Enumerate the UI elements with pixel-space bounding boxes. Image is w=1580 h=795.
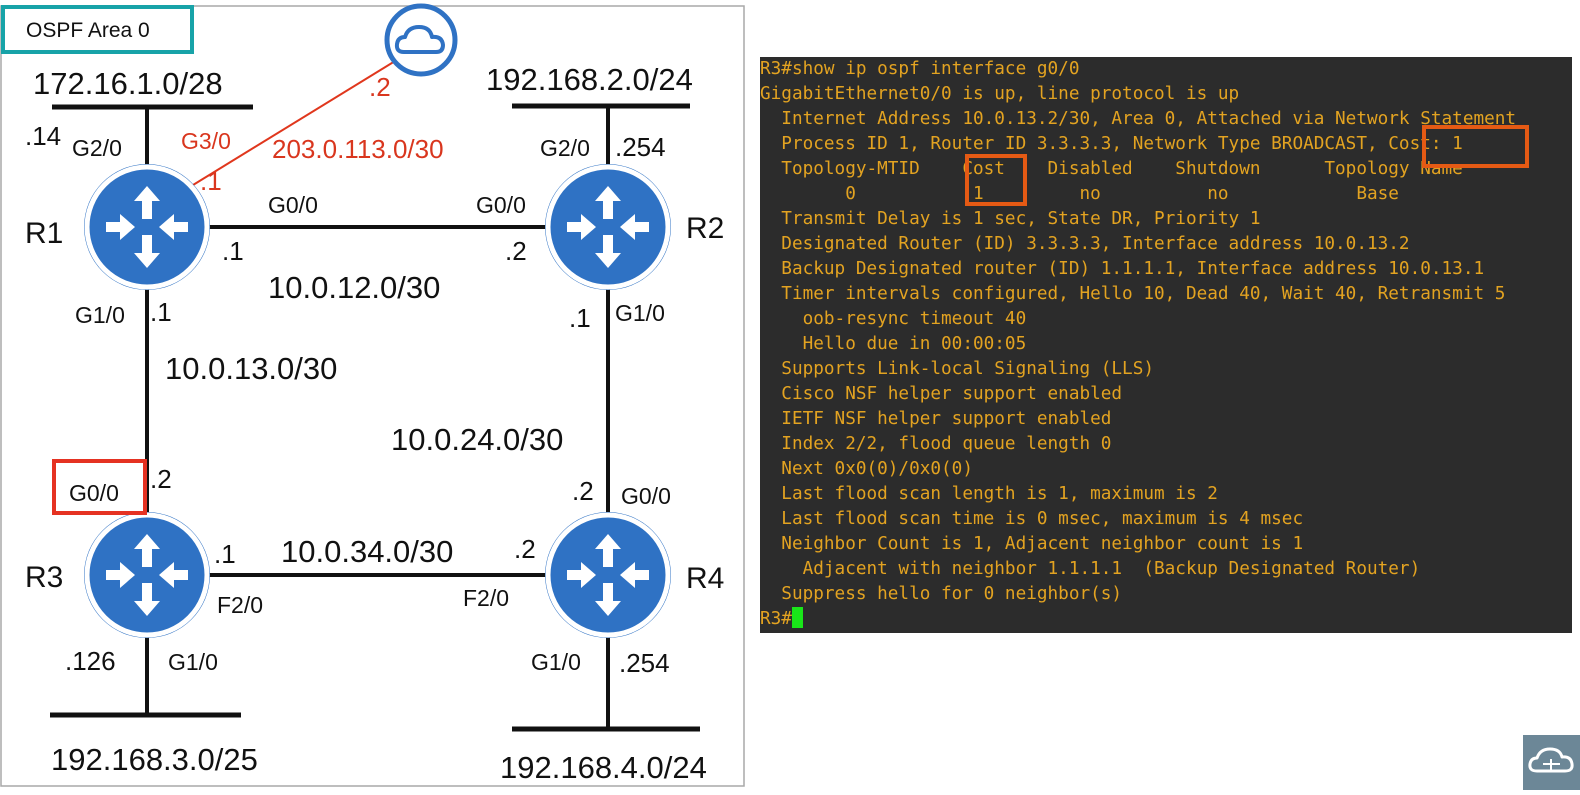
internet-network: 203.0.113.0/30: [272, 134, 444, 164]
terminal-line: R3#show ip ospf interface g0/0: [760, 59, 1080, 79]
terminal-line: Suppress hello for 0 neighbor(s): [760, 584, 1123, 604]
r4-g1-interface: G1/0: [531, 649, 581, 675]
r1-lan-network: 172.16.1.0/28: [33, 66, 223, 101]
terminal-cursor: [791, 607, 803, 628]
r4-g1-ip: .254: [619, 648, 670, 678]
terminal-line: Neighbor Count is 1, Adjacent neighbor c…: [760, 534, 1304, 554]
terminal-line: Timer intervals configured, Hello 10, De…: [760, 284, 1506, 304]
cloud-icon: [394, 25, 445, 54]
internet-link: [179, 57, 401, 194]
terminal-prompt-line[interactable]: R3#: [760, 607, 803, 632]
r2-g2-interface: G2/0: [540, 135, 590, 161]
r4-g0-ip: .2: [572, 476, 594, 506]
terminal-line: oob-resync timeout 40: [760, 309, 1027, 329]
r2-g0-interface: G0/0: [476, 192, 526, 218]
terminal-line: Adjacent with neighbor 1.1.1.1 (Backup D…: [760, 559, 1421, 579]
terminal-line: Designated Router (ID) 3.3.3.3, Interfac…: [760, 234, 1410, 254]
r4-g0-interface: G0/0: [621, 483, 671, 509]
network-topology-diagram: OSPF Area 0 R1 R2 R3 R4: [0, 3, 745, 787]
cost-column-highlight: [965, 154, 1027, 206]
r1-g3-ip: .1: [200, 166, 222, 196]
r1-g0-interface: G0/0: [268, 192, 318, 218]
r3-f2-ip: .1: [214, 539, 236, 569]
cloud-network-icon: [1528, 747, 1574, 773]
diagram-frame: [0, 5, 745, 787]
router-r2-name: R2: [686, 212, 724, 245]
r2-g1-interface: G1/0: [615, 300, 665, 326]
r1-r3-network: 10.0.13.0/30: [165, 351, 337, 386]
r4-f2-interface: F2/0: [463, 585, 509, 611]
r3-g0-ip: .2: [150, 464, 172, 494]
r1-g2-ip: .14: [25, 121, 61, 151]
r1-g0-ip: .1: [222, 236, 244, 266]
terminal-line: Backup Designated router (ID) 1.1.1.1, I…: [760, 259, 1485, 279]
r2-g2-ip: .254: [615, 132, 666, 162]
router-r3: [84, 512, 210, 638]
r1-g3-interface: G3/0: [181, 128, 231, 154]
terminal-line: Internet Address 10.0.13.2/30, Area 0, A…: [760, 109, 1517, 129]
terminal-line: Process ID 1, Router ID 3.3.3.3, Network…: [760, 134, 1463, 154]
r1-g1-interface: G1/0: [75, 302, 125, 328]
terminal-line: Next 0x0(0)/0x0(0): [760, 459, 973, 479]
router-r1: [84, 164, 210, 290]
terminal-line: Last flood scan time is 0 msec, maximum …: [760, 509, 1304, 529]
terminal-prompt: R3#: [760, 609, 792, 629]
terminal-line: Hello due in 00:00:05: [760, 334, 1027, 354]
router-r4-name: R4: [686, 562, 724, 595]
r3-f2-interface: F2/0: [217, 592, 263, 618]
terminal-line: Cisco NSF helper support enabled: [760, 384, 1123, 404]
terminal-window[interactable]: R3#show ip ospf interface g0/0 GigabitEt…: [760, 57, 1572, 633]
terminal-line: Supports Link-local Signaling (LLS): [760, 359, 1155, 379]
router-r4: [545, 512, 671, 638]
terminal-line: 0 1 no no Base: [760, 184, 1399, 204]
r4-f2-ip: .2: [514, 534, 536, 564]
r4-lan-network: 192.168.4.0/24: [500, 750, 707, 785]
router-r3-name: R3: [25, 561, 63, 594]
r3-r4-network: 10.0.34.0/30: [281, 534, 453, 569]
r2-g1-ip: .1: [569, 303, 591, 333]
terminal-line: GigabitEthernet0/0 is up, line protocol …: [760, 84, 1240, 104]
r2-r4-network: 10.0.24.0/30: [391, 422, 563, 457]
area-label-box: [1, 5, 194, 54]
router-r1-name: R1: [25, 217, 63, 250]
cost-value-highlight: [1422, 125, 1529, 168]
r3-g1-ip: .126: [65, 646, 116, 676]
r3-g0-interface: G0/0: [69, 480, 119, 506]
cloud-ip: .2: [369, 72, 391, 102]
terminal-line: Last flood scan length is 1, maximum is …: [760, 484, 1218, 504]
r3-lan-network: 192.168.3.0/25: [51, 742, 258, 777]
internet-cloud: [384, 3, 458, 77]
router-r2: [545, 164, 671, 290]
terminal-line: IETF NSF helper support enabled: [760, 409, 1112, 429]
terminal-line: Transmit Delay is 1 sec, State DR, Prior…: [760, 209, 1261, 229]
r2-lan-network: 192.168.2.0/24: [486, 62, 693, 97]
terminal-line: Topology-MTID Cost Disabled Shutdown Top…: [760, 159, 1463, 179]
terminal-line: Index 2/2, flood queue length 0: [760, 434, 1112, 454]
r1-g1-ip: .1: [150, 297, 172, 327]
r3-g0-highlight: [52, 459, 147, 515]
r2-g0-ip: .2: [505, 236, 527, 266]
r1-g2-interface: G2/0: [72, 135, 122, 161]
r3-g1-interface: G1/0: [168, 649, 218, 675]
channel-logo: [1523, 735, 1580, 790]
area-label: OSPF Area 0: [26, 19, 150, 42]
r1-r2-network: 10.0.12.0/30: [268, 270, 440, 305]
